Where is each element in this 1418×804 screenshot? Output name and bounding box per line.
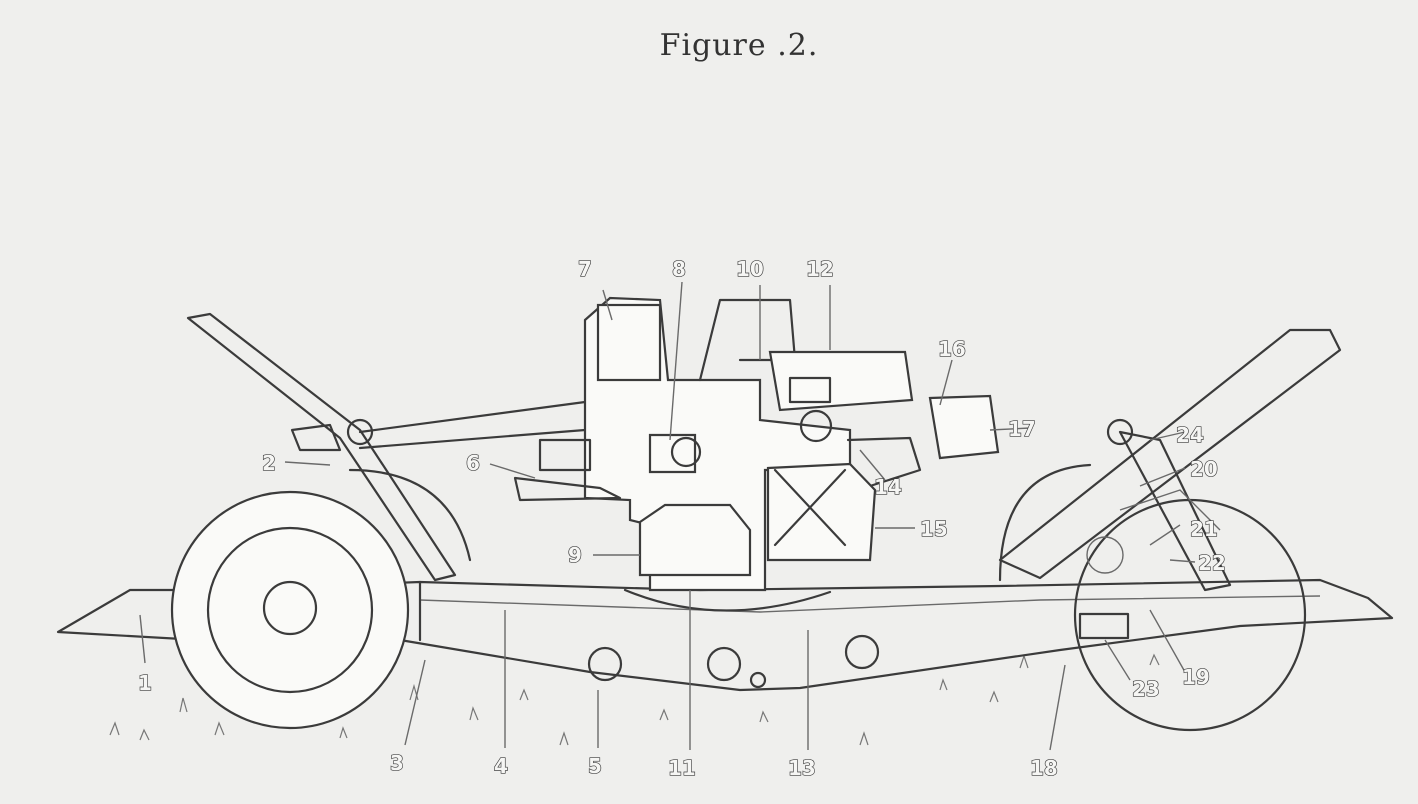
- label-20: 20: [1190, 457, 1218, 481]
- left-trail-arm: [186, 312, 587, 582]
- label-1: 1: [138, 671, 152, 695]
- label-3: 3: [390, 751, 404, 775]
- label-22: 22: [1198, 551, 1226, 575]
- label-18: 18: [1030, 756, 1058, 780]
- label-2: 2: [262, 451, 276, 475]
- label-12: 12: [806, 257, 834, 281]
- label-15: 15: [920, 517, 948, 541]
- label-8: 8: [672, 257, 686, 281]
- label-19: 19: [1182, 665, 1210, 689]
- left-wheel: [170, 468, 472, 730]
- label-6: 6: [466, 451, 480, 475]
- label-17: 17: [1008, 417, 1036, 441]
- label-14: 14: [874, 475, 902, 499]
- label-21: 21: [1190, 517, 1218, 541]
- label-23: 23: [1132, 677, 1160, 701]
- label-4: 4: [494, 754, 508, 778]
- label-7: 7: [578, 257, 592, 281]
- label-5: 5: [588, 754, 602, 778]
- part-labels: 1 2 3 4 5 6 7 8 9 10 11 12 13 14 15 16 1…: [137, 256, 1226, 780]
- rollers: [587, 634, 880, 689]
- label-24: 24: [1176, 423, 1204, 447]
- leader-lines: [139, 281, 1196, 751]
- label-13: 13: [788, 756, 816, 780]
- gun-mount: [513, 296, 1000, 612]
- right-trail-arm: [998, 328, 1342, 640]
- label-11: 11: [668, 756, 696, 780]
- figure-title: Figure .2.: [659, 28, 819, 63]
- label-16: 16: [938, 337, 966, 361]
- label-9: 9: [568, 543, 582, 567]
- label-10: 10: [736, 257, 764, 281]
